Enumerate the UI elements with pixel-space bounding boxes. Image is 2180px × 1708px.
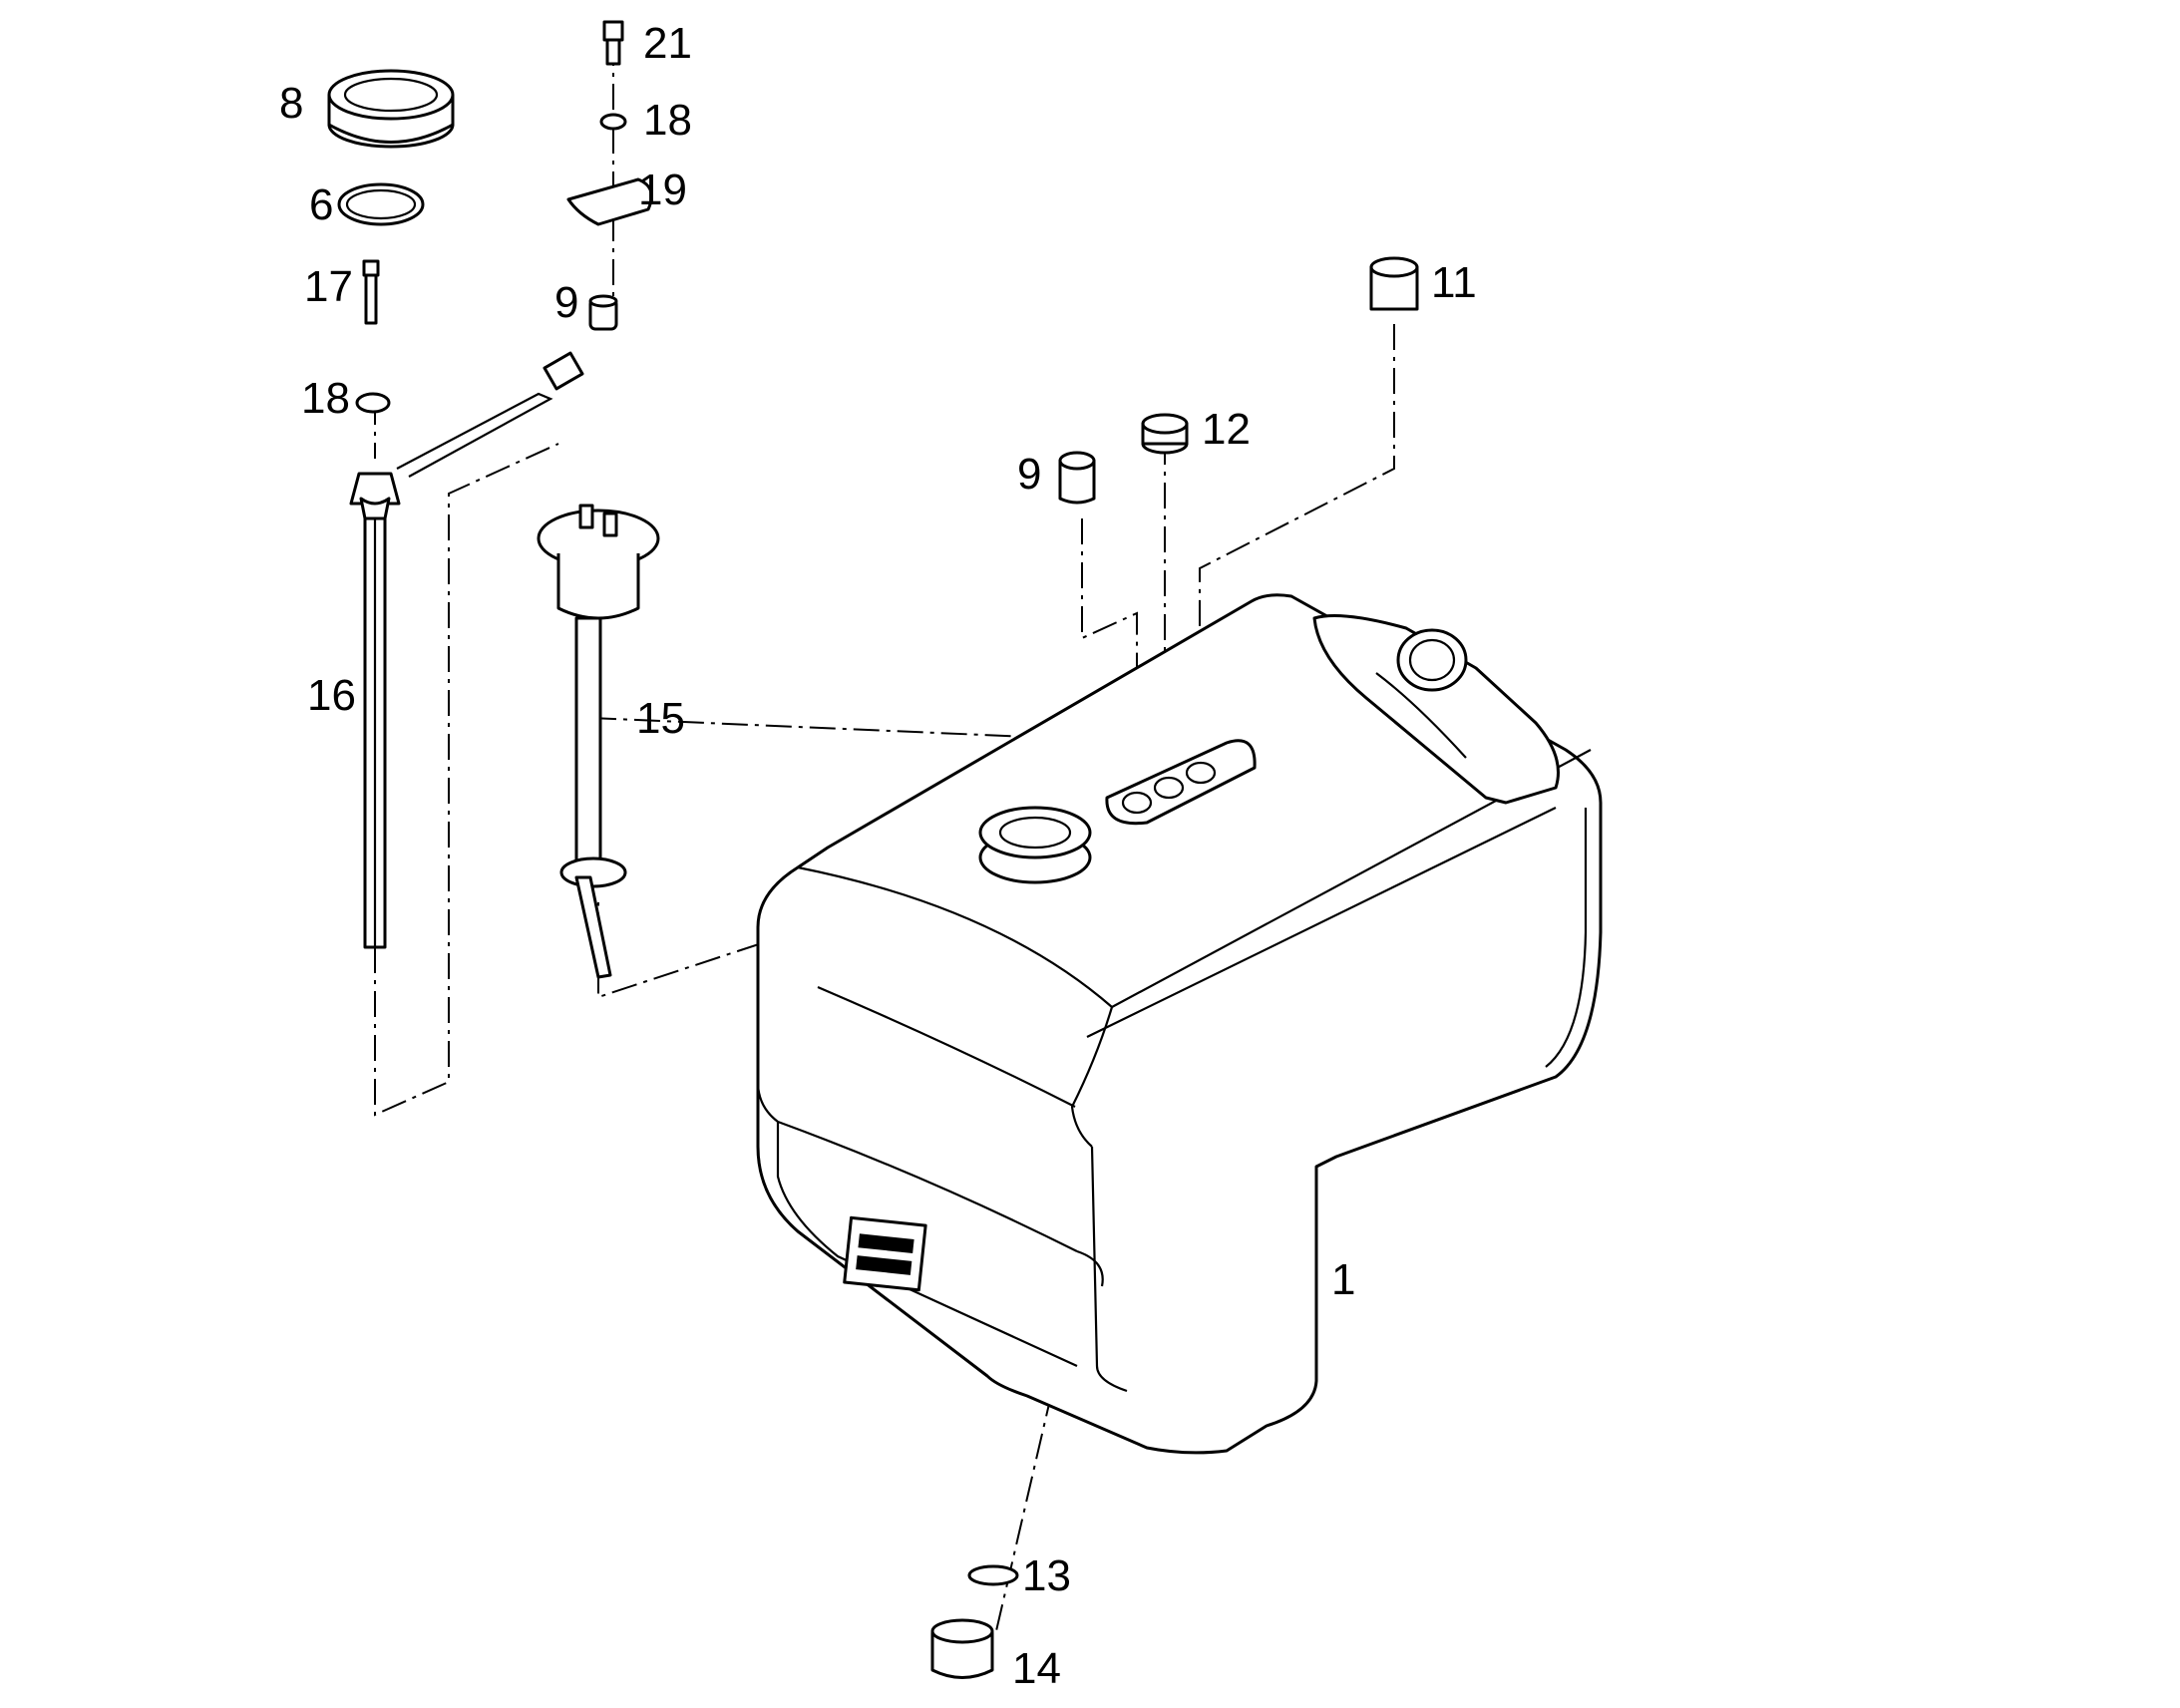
callout-9-left: 9 [554, 278, 578, 327]
gasket-13 [967, 1564, 1019, 1586]
callout-18-top: 18 [643, 96, 692, 145]
callout-12: 12 [1202, 405, 1251, 454]
callout-15: 15 [636, 694, 685, 743]
callout-18-left: 18 [301, 374, 350, 423]
bracket-19 [566, 177, 653, 226]
callout-8: 8 [279, 79, 303, 128]
sensor-tube-16 [349, 351, 584, 949]
washer-18b [599, 113, 627, 131]
tank [756, 593, 1603, 1455]
fitting-11 [1369, 256, 1419, 311]
callout-16: 16 [307, 671, 356, 720]
ring-nut-8 [327, 69, 455, 149]
callout-21: 21 [643, 19, 692, 68]
level-sender-15 [537, 504, 660, 979]
callout-11: 11 [1431, 258, 1477, 307]
callout-17: 17 [304, 262, 353, 311]
vent-plug-12 [1141, 413, 1189, 455]
cap-9a [588, 294, 618, 331]
callout-14: 14 [1012, 1644, 1061, 1693]
callout-6: 6 [309, 180, 333, 229]
drain-plug-14 [930, 1618, 994, 1679]
callout-1: 1 [1331, 1255, 1355, 1304]
callout-9-right: 9 [1017, 450, 1041, 499]
screw-17 [362, 259, 380, 325]
washer-18a [355, 392, 391, 414]
cap-9b [1058, 451, 1096, 505]
callout-19: 19 [638, 166, 687, 214]
callout-13: 13 [1022, 1551, 1071, 1600]
callout-labels: 21 18 8 19 6 17 9 11 18 12 9 16 15 1 13 … [279, 19, 1477, 1693]
bolt-21 [602, 20, 624, 66]
